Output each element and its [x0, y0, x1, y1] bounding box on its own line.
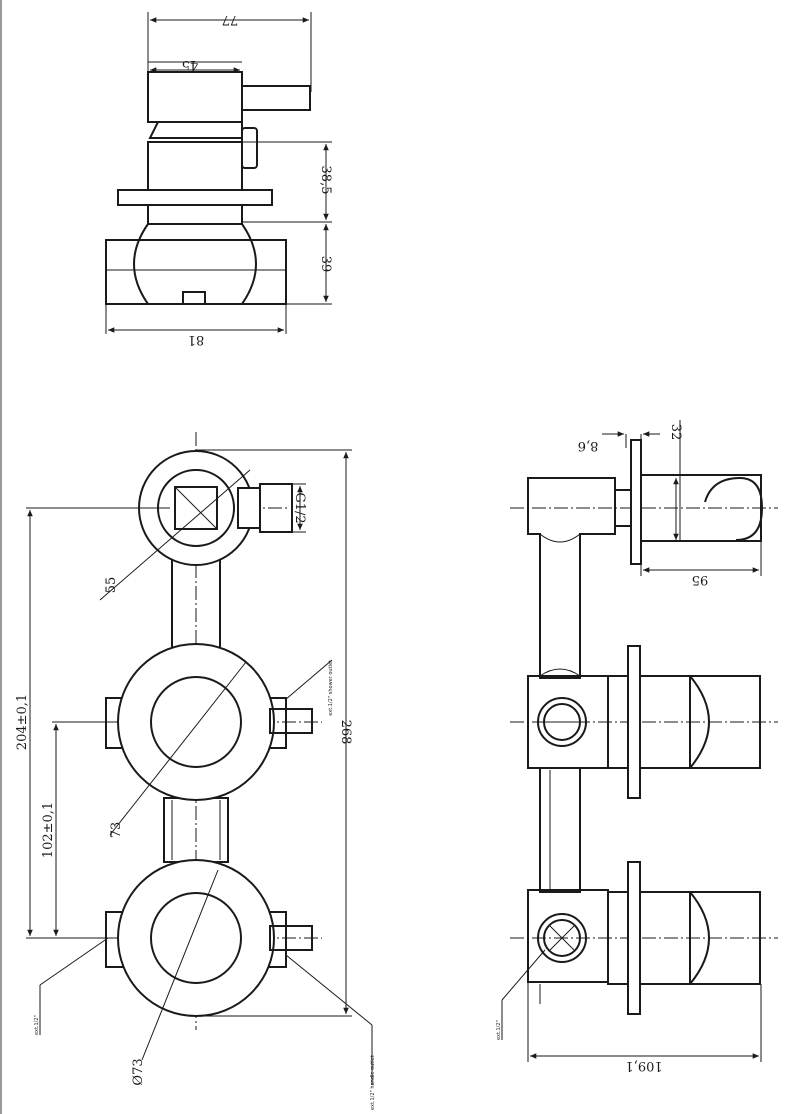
handle-side-middle [607, 645, 761, 799]
dim-label-holder-depth: 95 [692, 572, 709, 587]
inlet-port-bottom: ext.1/2" [496, 913, 587, 1040]
note-lower-left: ext.1/2" [34, 1015, 40, 1035]
dimension-width-inner: 45 [148, 57, 242, 73]
dim-label-height-lower: 39 [318, 256, 333, 273]
dim-label-top-circle: 55 [104, 577, 119, 594]
shower-outlet-top: 55 G1/2 [99, 450, 307, 601]
dimension-spacing-inner: 102±0,1 [41, 721, 118, 936]
dimension-total-height: 268 [196, 449, 353, 1017]
dimension-width-top: 77 [147, 12, 312, 112]
note-inlet: ext.1/2" [496, 1020, 502, 1040]
dim-label-width-bottom: 81 [188, 332, 205, 347]
dim-label-bottom-circle: Ø73 [131, 1058, 146, 1085]
handle-side-bottom [607, 861, 761, 1015]
note-lower-right: ext.1/2" handle outlet [370, 1055, 376, 1110]
dim-label-spacing-inner: 102±0,1 [41, 802, 56, 858]
inlet-port-middle [537, 697, 587, 747]
dim-label-holder-height: 32 [668, 424, 683, 441]
dim-label-total-depth: 109,1 [625, 1058, 662, 1073]
front-view: 55 G1/2 73 ext.1/2" shower outlet Ø73 [15, 432, 376, 1110]
dim-label-total-height: 268 [338, 720, 353, 745]
valve-base: 39 81 [105, 223, 333, 347]
dimension-total-depth: 109,1 [527, 982, 762, 1073]
cartridge-block: 38,5 [117, 141, 333, 225]
dim-label-width-inner: 45 [182, 57, 199, 72]
dim-label-height-upper: 38,5 [318, 166, 333, 195]
dim-label-width-top: 77 [222, 12, 239, 27]
note-upper-right: ext.1/2" shower outlet [328, 660, 334, 716]
shower-holder: 8,6 32 95 [578, 420, 764, 587]
side-view: ext.1/2" 8,6 32 95 [496, 420, 778, 1073]
handle-body [147, 71, 311, 169]
valve-bottom: Ø73 ext.1/2" ext.1/2" handle outlet [34, 859, 376, 1110]
dim-label-mid-circle: 73 [109, 822, 124, 839]
dimension-spacing-outer: 204±0,1 [15, 507, 170, 939]
valve-middle: 73 ext.1/2" shower outlet [105, 643, 334, 839]
dim-label-spacing-outer: 204±0,1 [15, 694, 30, 750]
top-view: 77 45 38,5 [105, 12, 333, 347]
dim-label-plate-thickness: 8,6 [578, 438, 599, 453]
dim-label-pipe-thread: G1/2 [292, 492, 307, 523]
